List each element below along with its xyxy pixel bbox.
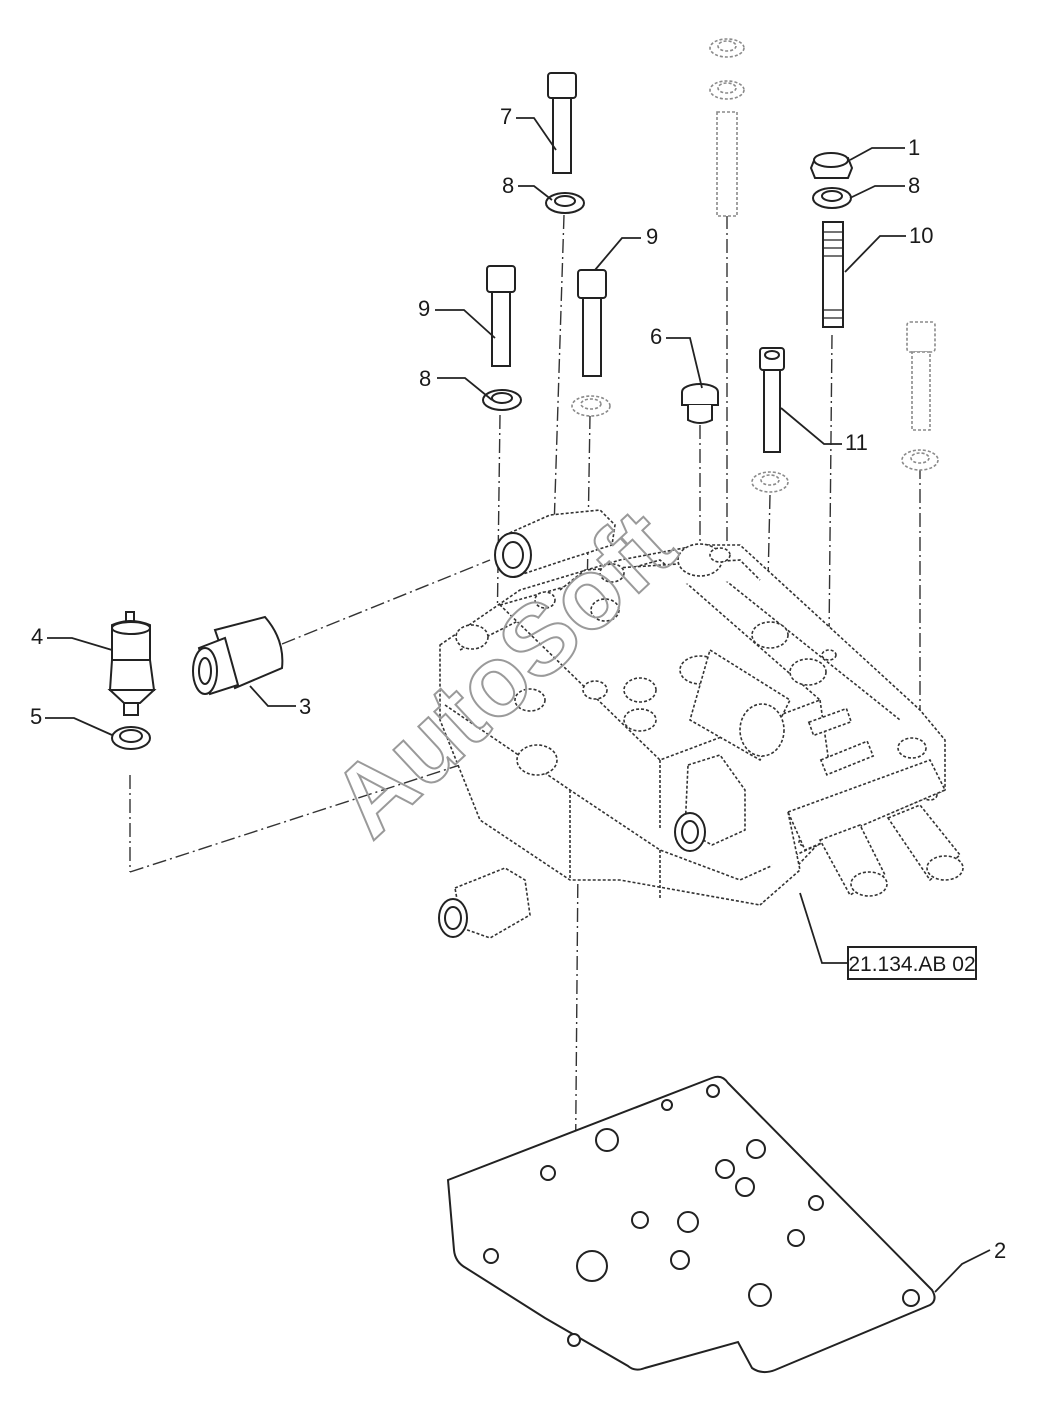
reference-label: 21.134.AB 02 <box>848 953 975 976</box>
callout-11: 11 <box>845 430 868 455</box>
callout-5: 5 <box>30 704 42 729</box>
adapter-fitting <box>192 615 284 696</box>
reference-box[interactable]: 21.134.AB 02 <box>847 946 977 980</box>
callout-1: 1 <box>908 135 920 160</box>
assembly-axis-lines <box>129 214 921 1341</box>
bolt-9-left <box>482 265 522 411</box>
bolt-7 <box>545 72 585 214</box>
gasket-plate <box>446 1075 936 1374</box>
valve-block <box>439 509 964 906</box>
callout-8-right: 8 <box>908 173 920 198</box>
callout-8-top: 8 <box>502 173 514 198</box>
callout-3: 3 <box>299 694 311 719</box>
callout-9-right: 9 <box>646 224 658 249</box>
stud-centre <box>709 38 745 217</box>
stud-assembly-right <box>809 152 854 328</box>
callout-labels: 1 2 3 4 5 6 7 8 8 8 9 9 10 11 <box>30 104 1006 1263</box>
bolt-far-right <box>901 321 939 471</box>
callout-9-left: 9 <box>418 296 430 321</box>
callout-10: 10 <box>909 223 933 248</box>
callout-4: 4 <box>31 624 43 649</box>
bolt-9-right <box>571 269 611 417</box>
callout-6: 6 <box>650 324 662 349</box>
lower-fitting <box>438 867 531 939</box>
callout-7: 7 <box>500 104 512 129</box>
leader-lines <box>45 117 991 1293</box>
screw-11 <box>751 347 789 493</box>
plug-6 <box>681 383 719 424</box>
pressure-switch <box>107 611 157 716</box>
callout-8-left: 8 <box>419 366 431 391</box>
seal-washer <box>111 726 151 750</box>
callout-2: 2 <box>994 1238 1006 1263</box>
